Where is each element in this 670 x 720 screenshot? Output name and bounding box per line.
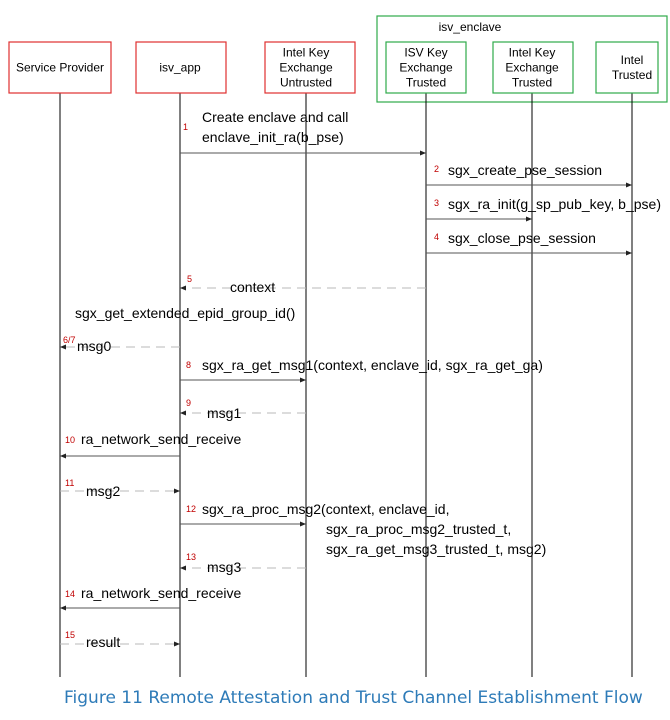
- actor-label: Untrusted: [280, 76, 332, 90]
- step-number: 15: [65, 630, 75, 640]
- arrowhead: [526, 216, 532, 222]
- message-label: ra_network_send_receive: [81, 431, 242, 447]
- message-pre-label: sgx_get_extended_epid_group_id(): [75, 305, 295, 321]
- actor-box: [135, 41, 227, 94]
- message-13: 13 msg3: [180, 552, 306, 575]
- actor-box: [492, 41, 574, 94]
- message-label: sgx_ra_proc_msg2_trusted_t,: [326, 521, 511, 537]
- step-number: 2: [434, 164, 439, 174]
- step-number: 9: [186, 398, 191, 408]
- message-4: 4 sgx_close_pse_session: [426, 230, 632, 256]
- arrowhead: [180, 285, 186, 291]
- actor-label: Trusted: [512, 76, 552, 90]
- step-number: 4: [434, 232, 439, 242]
- arrowhead: [60, 344, 66, 350]
- message-label: sgx_ra_proc_msg2(context, enclave_id,: [202, 501, 449, 517]
- message-label: context: [230, 279, 275, 295]
- message-label: ra_network_send_receive: [81, 585, 242, 601]
- enclave-group-box: [376, 15, 668, 103]
- actor-label: Exchange: [279, 61, 333, 75]
- actor-label: Service Provider: [16, 61, 104, 75]
- message-9: 9 msg1: [180, 398, 306, 421]
- actor-box: [595, 41, 659, 94]
- message-11: 11 msg2: [60, 478, 180, 499]
- message-label: msg2: [86, 483, 120, 499]
- actor-label: Intel Key: [509, 46, 556, 60]
- actor-box: [385, 41, 467, 94]
- actor-label: Intel Key: [283, 46, 330, 60]
- message-10: 10 ra_network_send_receive: [60, 431, 242, 459]
- message-2: 2 sgx_create_pse_session: [426, 162, 632, 188]
- message-5: 5 context: [180, 274, 426, 295]
- step-number: 6/7: [63, 335, 76, 345]
- message-15: 15 result: [60, 630, 180, 650]
- message-label: sgx_create_pse_session: [448, 162, 602, 178]
- message-label: result: [86, 634, 120, 650]
- arrowhead: [180, 565, 186, 571]
- step-number: 10: [65, 435, 75, 445]
- actor-label: isv_app: [159, 61, 201, 75]
- step-number: 8: [186, 360, 191, 370]
- sequence-diagram: isv_enclave Service Provider isv_app Intel…: [8, 15, 668, 677]
- actor-label: Intel: [621, 53, 644, 67]
- arrowhead: [60, 605, 66, 611]
- message-label: sgx_ra_get_msg1(context, enclave_id, sgx…: [202, 357, 543, 373]
- message-label: sgx_ra_get_msg3_trusted_t, msg2): [326, 541, 546, 557]
- arrowhead: [174, 488, 180, 494]
- figure-caption: Figure 11 Remote Attestation and Trust C…: [64, 688, 643, 708]
- message-label: sgx_close_pse_session: [448, 230, 596, 246]
- message-label: msg1: [207, 405, 241, 421]
- step-number: 13: [186, 552, 196, 562]
- arrowhead: [626, 250, 632, 256]
- arrowhead: [174, 641, 180, 647]
- arrowhead: [300, 377, 306, 383]
- actor-box: [8, 41, 112, 94]
- actor-label: Exchange: [505, 61, 559, 75]
- actor-box: [264, 41, 356, 94]
- message-1: 1 Create enclave and call enclave_init_ra(…: [180, 109, 426, 156]
- message-3: 3 sgx_ra_init(g_sp_pub_key, b_pse): [426, 196, 661, 222]
- actor-label: Trusted: [406, 76, 446, 90]
- actor-sp: Service Provider: [8, 41, 112, 94]
- actor-label: Trusted: [612, 68, 652, 82]
- arrowhead: [420, 150, 426, 156]
- message-label: msg0: [77, 338, 111, 354]
- step-number: 12: [186, 504, 196, 514]
- message-14: 14 ra_network_send_receive: [60, 585, 242, 611]
- arrowhead: [626, 182, 632, 188]
- actor-label: ISV Key: [404, 46, 447, 60]
- step-number: 3: [434, 198, 439, 208]
- message-label: msg3: [207, 559, 241, 575]
- message-label: enclave_init_ra(b_pse): [202, 129, 344, 145]
- step-number: 11: [65, 478, 74, 488]
- message-8: 8 sgx_ra_get_msg1(context, enclave_id, sg…: [180, 357, 543, 383]
- step-number: 5: [187, 274, 192, 284]
- message-12: 12 sgx_ra_proc_msg2(context, enclave_id,s…: [180, 501, 546, 557]
- arrowhead: [60, 453, 66, 459]
- message-label: Create enclave and call: [202, 109, 348, 125]
- message-label: sgx_ra_init(g_sp_pub_key, b_pse): [448, 196, 661, 212]
- actor-app: isv_app: [135, 41, 227, 94]
- arrowhead: [300, 521, 306, 527]
- enclave-group-label: isv_enclave: [439, 20, 502, 34]
- actor-label: Exchange: [399, 61, 453, 75]
- arrowhead: [180, 410, 186, 416]
- step-number: 14: [65, 589, 75, 599]
- step-number: 1: [183, 122, 188, 132]
